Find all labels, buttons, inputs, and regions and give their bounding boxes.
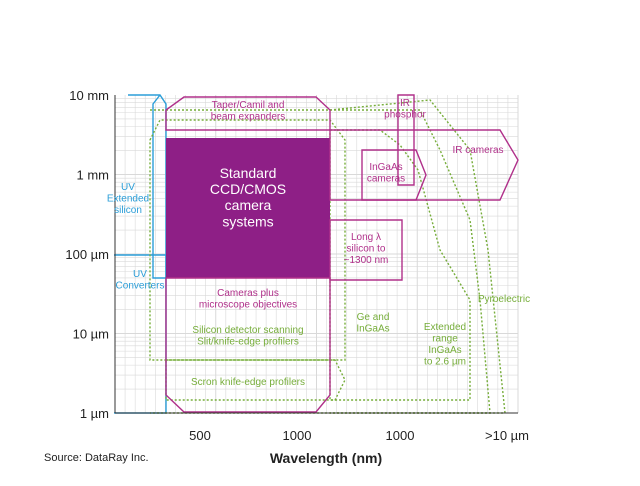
- region-label-4: Scron knife-edge profilers: [191, 377, 305, 388]
- region-label-8: IR cameras: [452, 145, 503, 156]
- region-11: [329, 129, 471, 401]
- y-tick-label: 100 µm: [65, 247, 109, 262]
- regions-layer: [114, 94, 519, 414]
- y-tick-label: 10 mm: [69, 88, 109, 103]
- grid-lines: [114, 95, 519, 414]
- region-9: [361, 149, 427, 201]
- y-tick-label: 1 µm: [80, 406, 109, 421]
- region-3: [149, 119, 346, 361]
- region-7: [397, 94, 415, 186]
- x-tick-label: 500: [189, 428, 211, 443]
- x-axis-label: Wavelength (nm): [270, 450, 382, 466]
- region-1: [166, 138, 330, 278]
- x-tick-label: >10 µm: [485, 428, 529, 443]
- y-tick-label: 10 µm: [73, 327, 109, 342]
- region-10: [329, 219, 403, 281]
- x-tick-label: 1000: [283, 428, 312, 443]
- source-note: Source: DataRay Inc.: [44, 452, 149, 464]
- x-tick-label: 1000: [386, 428, 415, 443]
- axes: 10 mm 1 mm 100 µm 10 µm 1 µm 500 1000 1000 >10 µ…: [65, 88, 529, 466]
- region-8: [329, 129, 519, 201]
- y-tick-label: 1 mm: [77, 168, 110, 183]
- region-label-13: Pyroelectric: [478, 294, 530, 305]
